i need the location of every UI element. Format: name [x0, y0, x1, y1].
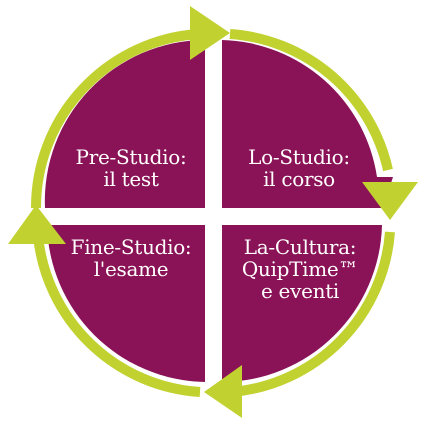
label-lo-studio-title: Lo-Studio:	[248, 145, 350, 169]
label-la-cultura-title: La-Cultura:	[243, 235, 357, 259]
quadrant-top-right	[222, 40, 393, 208]
label-fine-studio: Fine-Studio: l'esame	[56, 236, 206, 280]
quadrant-top-left	[44, 40, 205, 208]
label-la-cultura-extra: e eventi	[260, 279, 340, 303]
arrowhead-right	[362, 182, 418, 220]
ring-arc-top-right	[229, 29, 393, 172]
quadrant-bottom-left	[47, 225, 205, 382]
quadrant-bottom-right	[222, 225, 382, 382]
ring-arc-bottom-left	[33, 235, 201, 397]
label-fine-studio-subtitle: l'esame	[93, 257, 169, 281]
ring-arc-bottom-right	[231, 231, 395, 397]
arrowhead-left	[8, 205, 66, 244]
label-la-cultura-subtitle: QuipTime™	[241, 257, 359, 281]
label-pre-studio: Pre-Studio: il test	[56, 146, 206, 190]
label-fine-studio-title: Fine-Studio:	[70, 235, 192, 259]
label-pre-studio-subtitle: il test	[103, 167, 159, 191]
arrowhead-bottom	[204, 365, 242, 418]
arrowhead-top	[190, 6, 230, 60]
label-lo-studio-subtitle: il corso	[263, 167, 335, 191]
ring-arc-top-left	[30, 29, 199, 209]
label-la-cultura: La-Cultura: QuipTime™ e eventi	[222, 236, 378, 302]
label-lo-studio: Lo-Studio: il corso	[224, 146, 374, 190]
label-pre-studio-title: Pre-Studio:	[75, 145, 187, 169]
